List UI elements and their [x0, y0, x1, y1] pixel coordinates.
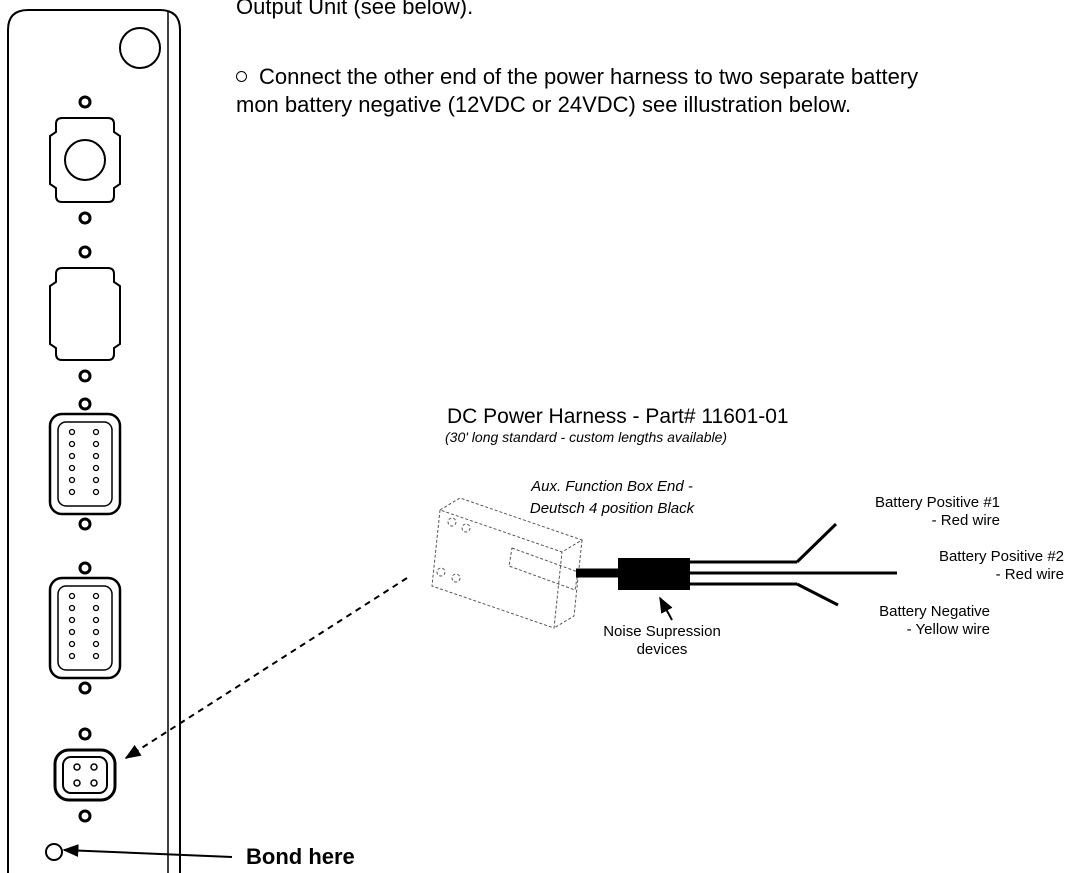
bond-arrow [62, 844, 233, 858]
wire-label-positive-1-line1: Battery Positive #1 [874, 494, 1000, 511]
instruction-bullet-line1: Connect the other end of the power harne… [259, 64, 919, 89]
wire-label-positive-2: Battery Positive #2 - Red wire [866, 548, 1064, 584]
connector-label: Aux. Function Box End - Deutsch 4 positi… [512, 476, 712, 520]
wire-label-positive-1-line2: - Red wire [931, 512, 1000, 529]
noise-suppression-pointer [659, 596, 673, 621]
round-port [49, 95, 121, 225]
wire-label-negative-line1: Battery Negative [879, 603, 990, 620]
harness-cable [576, 522, 897, 607]
wire-negative [796, 582, 839, 607]
bullet-circle-icon [236, 71, 247, 82]
deutsch-plug [431, 497, 584, 629]
four-pin-power-port [53, 727, 117, 823]
wire-label-positive-2-line1: Battery Positive #2 [938, 548, 1064, 565]
instruction-bullet-line2: mon battery negative (12VDC or 24VDC) se… [236, 92, 852, 117]
connector-label-line1: Aux. Function Box End - [531, 478, 693, 495]
wire-label-negative-line2: - Yellow wire [906, 621, 990, 638]
unit-side-panel [7, 9, 181, 873]
noise-label-line1: Noise Supression [603, 623, 721, 640]
previous-instruction-line: Output Unit (see below). [236, 0, 474, 19]
bond-point-circle [45, 843, 63, 861]
blank-port-plate [49, 245, 121, 383]
connector-label-line2: Deutsch 4 position Black [529, 500, 695, 517]
noise-label-line2: devices [636, 641, 688, 658]
wire-label-positive-1: Battery Positive #1 - Red wire [800, 494, 1000, 530]
harness-title: DC Power Harness - Part# 11601-01 [447, 405, 789, 428]
instruction-bullet: Connect the other end of the power harne… [236, 64, 918, 90]
wire-positive-1 [795, 522, 838, 564]
wire-label-negative: Battery Negative - Yellow wire [790, 603, 990, 639]
bond-here-label: Bond here [246, 844, 355, 869]
noise-suppression-label: Noise Supression devices [592, 623, 732, 659]
wire-label-positive-2-line2: - Red wire [995, 566, 1064, 583]
plug-to-port-dashed-arrow [124, 577, 408, 759]
twelve-pin-connector-top [48, 397, 122, 531]
twelve-pin-connector-bottom [48, 561, 122, 695]
harness-subtitle: (30' long standard - custom lengths avai… [445, 429, 728, 445]
top-mounting-hole [119, 27, 161, 69]
noise-suppression-device [618, 558, 690, 590]
